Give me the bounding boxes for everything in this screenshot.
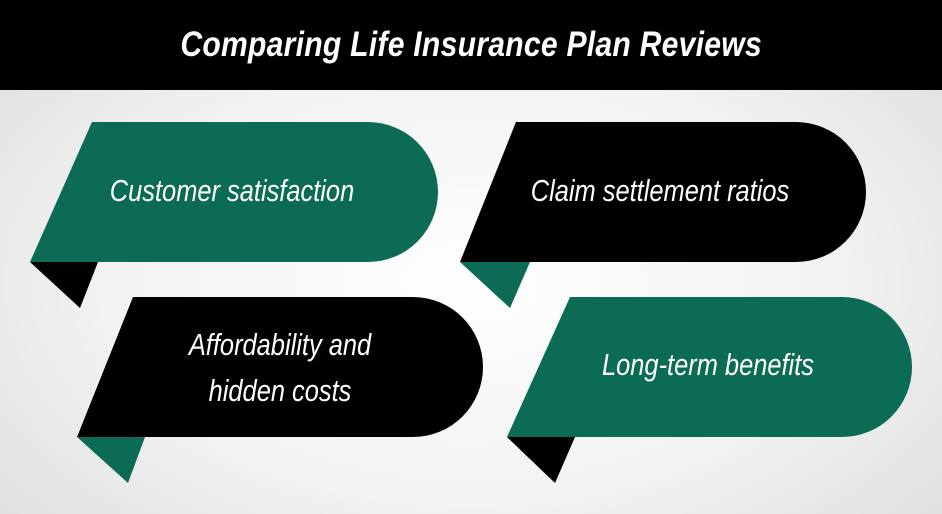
banner-4-tail <box>507 437 575 483</box>
banner-2-label: Claim settlement ratios <box>530 173 790 208</box>
header-bar: Comparing Life Insurance Plan Reviews <box>0 0 942 90</box>
banner-3-shape <box>77 297 483 437</box>
banner-2-shape <box>460 122 866 262</box>
banner-3-label-line2: hidden costs <box>208 373 352 408</box>
page-title: Comparing Life Insurance Plan Reviews <box>180 25 762 64</box>
banner-4-label: Long-term benefits <box>602 347 814 382</box>
banner-1-shape <box>30 122 438 262</box>
banner-1-label: Customer satisfaction <box>109 173 355 208</box>
banner-2-tail <box>460 262 530 308</box>
banner-3-tail <box>77 437 145 483</box>
banner-1-tail <box>30 262 98 308</box>
banner-3-label: Affordability and hidden costs <box>141 322 420 414</box>
banner-4-shape <box>507 297 912 437</box>
banner-3-label-line1: Affordability and <box>188 327 372 362</box>
